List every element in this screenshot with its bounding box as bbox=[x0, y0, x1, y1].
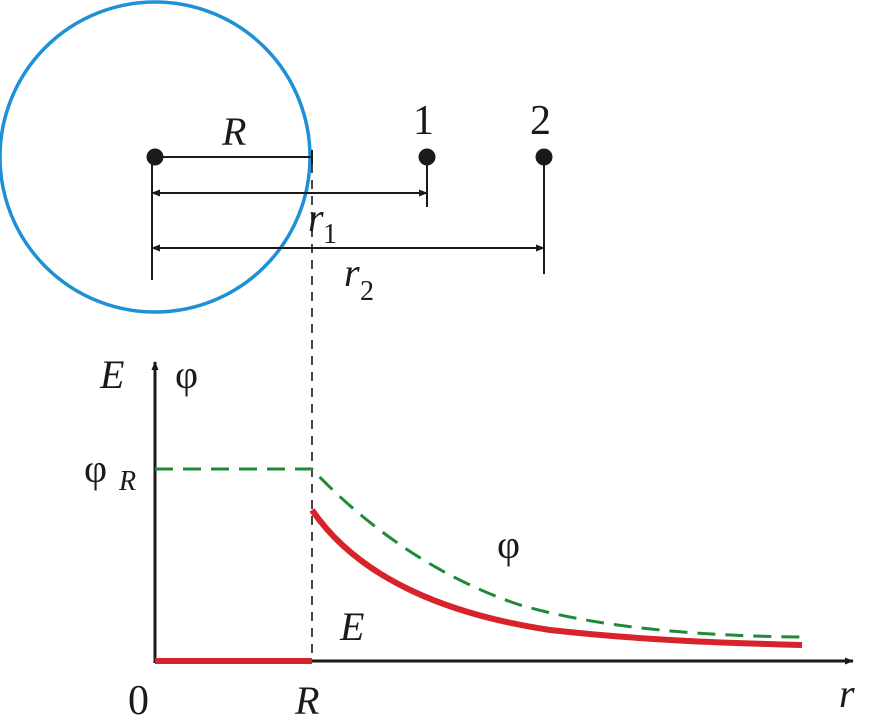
phi-curve-label: φ bbox=[497, 522, 520, 567]
point-2-label: 2 bbox=[530, 98, 551, 144]
r1-subscript: 1 bbox=[323, 219, 337, 250]
r1-label: r bbox=[308, 195, 324, 240]
origin-label: 0 bbox=[128, 678, 149, 724]
y-axis-label-E: E bbox=[99, 352, 124, 397]
point-1-label: 1 bbox=[413, 98, 434, 144]
phiR-subscript: R bbox=[118, 466, 136, 497]
phiR-label: φ bbox=[84, 446, 107, 491]
E-curve-label: E bbox=[339, 604, 364, 649]
field-E-outside-curve bbox=[309, 508, 803, 648]
R-tick-label: R bbox=[294, 678, 319, 723]
radius-label: R bbox=[221, 109, 246, 154]
y-axis-label-phi: φ bbox=[175, 352, 198, 397]
x-axis-label-r: r bbox=[839, 671, 855, 716]
r2-label: r bbox=[344, 250, 360, 295]
potential-phi-curve bbox=[155, 467, 803, 639]
r2-subscript: 2 bbox=[360, 276, 374, 307]
